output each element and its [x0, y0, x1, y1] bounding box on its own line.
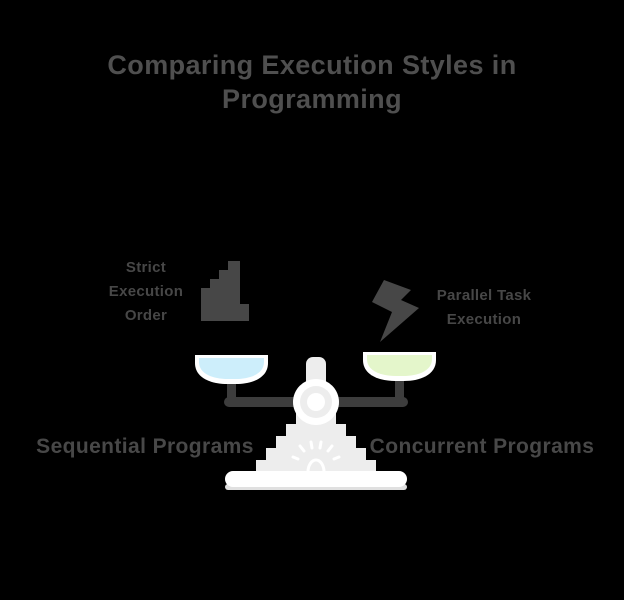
right-feature-line: Execution: [446, 311, 522, 328]
lightning-shape: [372, 280, 419, 342]
stairs-shape: [201, 261, 249, 321]
left-feature-text: Strict Execution Order: [88, 256, 204, 328]
lamp-dome: [306, 458, 326, 474]
page-title: Comparing Execution Styles in Programmin…: [0, 48, 624, 116]
right-pan-bowl: [367, 355, 432, 376]
left-pan-label: Sequential Programs: [36, 435, 254, 458]
lightning-icon: [370, 279, 422, 348]
balance-scale: [180, 345, 445, 500]
right-feature-line: Parallel Task: [436, 287, 532, 304]
scale-body-triangle: [256, 395, 376, 473]
right-pan: [363, 352, 436, 381]
left-pan: [195, 355, 268, 384]
left-pan-bowl: [199, 358, 264, 379]
right-pan-stem: [395, 375, 404, 403]
pivot-center: [307, 393, 325, 411]
left-feature-line: Execution: [108, 283, 184, 300]
right-feature-text: Parallel Task Execution: [426, 284, 542, 332]
lamp-icon: [291, 440, 341, 474]
page-title-text: Comparing Execution Styles in Programmin…: [107, 50, 517, 114]
left-feature-line: Order: [124, 307, 168, 324]
scale-platform: [225, 471, 407, 487]
right-pan-label: Concurrent Programs: [369, 435, 595, 458]
stairs-icon: [198, 258, 252, 329]
left-feature-line: Strict: [125, 259, 167, 276]
